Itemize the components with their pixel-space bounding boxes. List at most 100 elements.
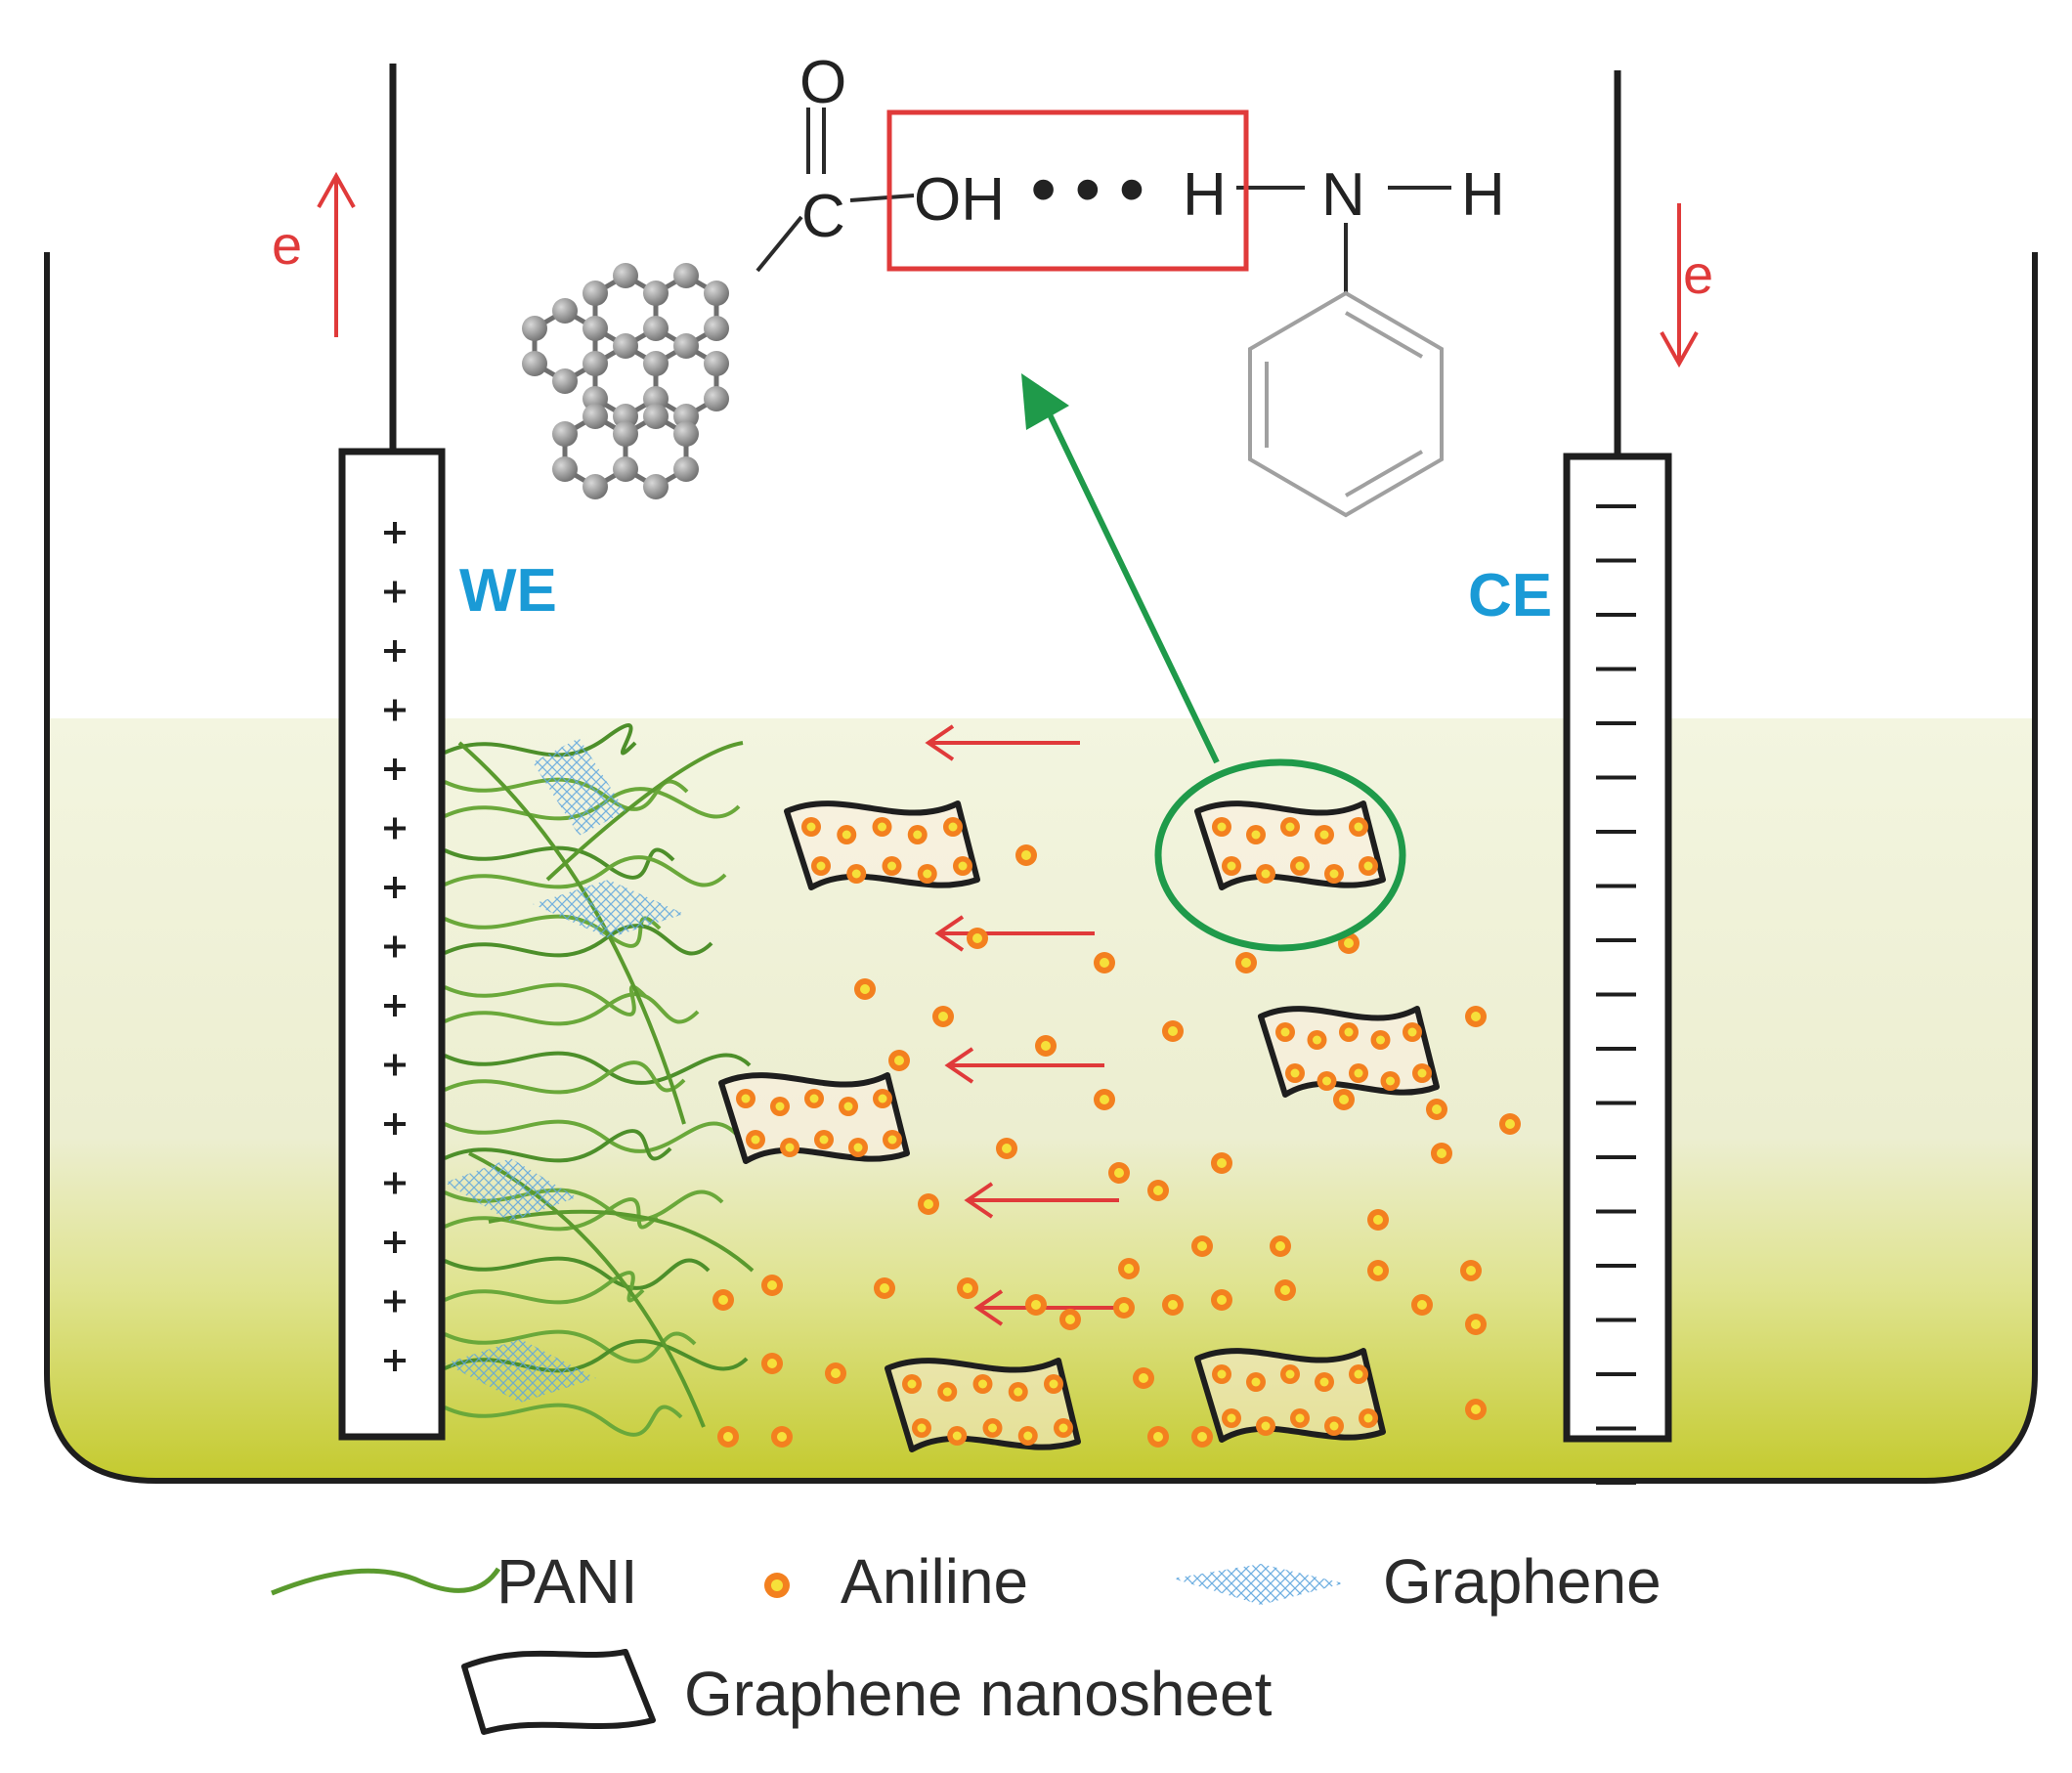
aniline-core bbox=[1049, 1379, 1058, 1389]
aniline-core bbox=[878, 1094, 887, 1103]
aniline-core bbox=[1014, 1387, 1023, 1397]
aniline-core bbox=[1354, 1068, 1363, 1078]
aniline-monomer bbox=[1094, 1089, 1115, 1110]
aniline-core bbox=[1295, 1413, 1305, 1423]
migration-arrow-head bbox=[934, 915, 965, 952]
plus-sign bbox=[384, 1172, 406, 1194]
carbon-atom bbox=[643, 386, 669, 411]
aniline-core bbox=[894, 1056, 904, 1065]
aniline-core bbox=[1407, 1027, 1417, 1037]
aniline-core bbox=[1197, 1432, 1207, 1442]
pani-fibre bbox=[444, 1129, 672, 1163]
graphene-patches bbox=[445, 738, 684, 1403]
pani-fibre bbox=[444, 1403, 683, 1437]
legend-graphene-swatch bbox=[1173, 1564, 1344, 1605]
aniline-core bbox=[1217, 822, 1227, 832]
nanosheet-outline bbox=[718, 1072, 910, 1164]
aniline-core bbox=[751, 1135, 760, 1145]
aniline-monomer bbox=[1426, 1099, 1447, 1120]
aniline-monomer bbox=[1465, 1006, 1487, 1027]
graphene-patch bbox=[445, 1158, 577, 1222]
aniline-core bbox=[842, 830, 851, 840]
aniline-monomer bbox=[1191, 1426, 1213, 1448]
pani-fibre bbox=[444, 1256, 711, 1290]
carbon-atom bbox=[643, 404, 669, 429]
migration-arrow-head bbox=[973, 1289, 1004, 1326]
plus-sign bbox=[384, 877, 406, 898]
aniline-core bbox=[1285, 1369, 1295, 1379]
carbon-atom bbox=[704, 386, 729, 411]
aniline-monomer bbox=[1015, 844, 1037, 866]
aniline-core bbox=[1329, 869, 1339, 879]
aniline-core bbox=[1417, 1300, 1427, 1310]
carbon-atom bbox=[552, 421, 578, 447]
legend-aniline-label: Aniline bbox=[841, 1546, 1028, 1617]
aniline-core bbox=[1197, 1241, 1207, 1251]
aniline-core bbox=[1217, 1369, 1227, 1379]
working-electrode bbox=[338, 448, 446, 1441]
carbon-atom bbox=[583, 351, 608, 376]
carbon-atom bbox=[704, 351, 729, 376]
aniline-monomer bbox=[1333, 1089, 1355, 1110]
aniline-core bbox=[1437, 1148, 1446, 1158]
ce-label: CE bbox=[1468, 562, 1552, 629]
pani-fibre bbox=[444, 992, 700, 1026]
aniline-monomer bbox=[1059, 1309, 1081, 1330]
hydrogen-bond-structure bbox=[755, 108, 1451, 518]
aniline-monomer bbox=[854, 978, 876, 1000]
aniline-core bbox=[1227, 861, 1236, 871]
carbonyl-oxygen-label: O bbox=[799, 49, 846, 116]
aniline-core bbox=[1021, 850, 1031, 860]
graphene-nanosheet bbox=[885, 1358, 1081, 1452]
legend-pani-swatch bbox=[271, 1567, 501, 1596]
aniline-core bbox=[1058, 1423, 1068, 1433]
aniline-monomer bbox=[1118, 1258, 1140, 1279]
carbon-atom bbox=[613, 404, 638, 429]
aniline-core bbox=[907, 1379, 917, 1389]
carbon-atom bbox=[673, 333, 699, 359]
aniline-monomer bbox=[1094, 952, 1115, 973]
aniline-core bbox=[1319, 830, 1329, 840]
aniline-core bbox=[1217, 1158, 1227, 1168]
aniline-monomer bbox=[957, 1277, 978, 1299]
migration-arrows bbox=[925, 724, 1124, 1326]
aniline-core bbox=[1354, 822, 1363, 832]
aniline-core bbox=[923, 869, 932, 879]
aniline-core bbox=[1153, 1432, 1163, 1442]
aniline-monomer bbox=[1025, 1294, 1047, 1316]
aniline-core bbox=[819, 1135, 829, 1145]
bonded-hydrogen-label: H bbox=[1183, 161, 1227, 229]
aniline-monomer bbox=[1211, 1289, 1232, 1311]
aniline-monomer bbox=[1191, 1235, 1213, 1257]
aniline-monomer bbox=[1270, 1235, 1291, 1257]
carbon-atom bbox=[583, 281, 608, 306]
graphene-patch bbox=[533, 880, 684, 938]
aniline-monomer bbox=[874, 1277, 895, 1299]
aniline-core bbox=[1505, 1119, 1515, 1129]
aniline-core bbox=[1261, 1421, 1271, 1431]
aniline-monomer bbox=[712, 1289, 734, 1311]
aniline-monomer bbox=[1465, 1399, 1487, 1420]
aniline-core bbox=[767, 1359, 777, 1368]
electron-flow-out-arrow bbox=[317, 171, 356, 337]
aniline-core bbox=[1471, 1405, 1481, 1414]
aniline-monomer bbox=[1147, 1180, 1169, 1201]
plus-sign bbox=[384, 1290, 406, 1313]
aniline-monomer bbox=[1113, 1297, 1135, 1319]
aniline-monomer bbox=[1108, 1162, 1130, 1184]
carbon-atom bbox=[583, 386, 608, 411]
aniline-monomer bbox=[1367, 1260, 1389, 1281]
aniline-core bbox=[1041, 1041, 1051, 1051]
aniline-core bbox=[853, 1143, 863, 1152]
plus-sign bbox=[384, 935, 406, 958]
aniline-core bbox=[1065, 1315, 1075, 1324]
aniline-core bbox=[1153, 1186, 1163, 1195]
carbon-atom bbox=[613, 456, 638, 482]
carbon-atom bbox=[643, 474, 669, 499]
graphene-nanosheet bbox=[718, 1072, 910, 1164]
aniline-core bbox=[718, 1295, 728, 1305]
aniline-monomer bbox=[1465, 1314, 1487, 1335]
carbon-atom bbox=[673, 263, 699, 288]
aniline-core bbox=[1285, 822, 1295, 832]
carbon-atom bbox=[552, 456, 578, 482]
